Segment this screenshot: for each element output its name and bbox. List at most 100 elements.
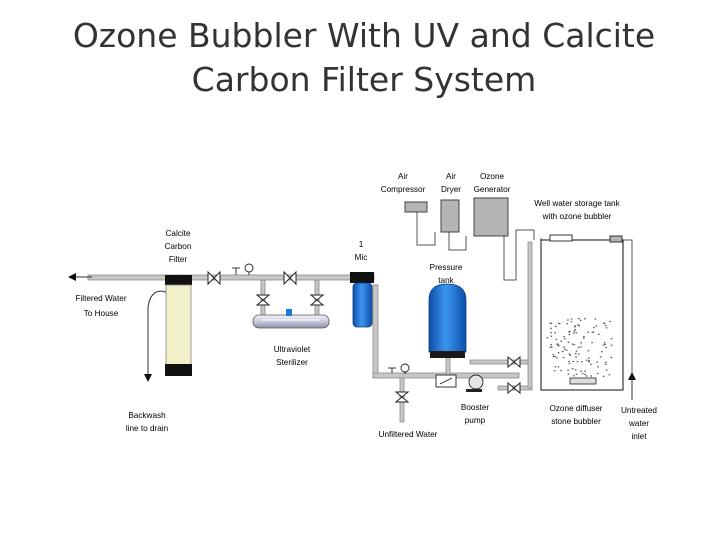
- ozone-bubble: [556, 343, 558, 345]
- ozone-bubble: [610, 338, 613, 340]
- label-ozone-generator-1: Ozone: [480, 172, 505, 181]
- ozone-bubble: [573, 332, 575, 334]
- ozone-bubbles: [546, 318, 613, 377]
- ozone-bubble: [549, 346, 552, 348]
- label-ozone-diffuser-2: stone bubbler: [551, 417, 601, 426]
- ozone-bubble: [578, 325, 580, 327]
- uv-sterilizer: [252, 309, 330, 329]
- label-untreated-3: inlet: [631, 432, 647, 441]
- ozone-bubble: [610, 356, 613, 359]
- ozone-bubble: [550, 346, 553, 348]
- ozone-bubble: [554, 332, 556, 334]
- ozone-bubble: [567, 341, 570, 343]
- ozone-bubble: [588, 361, 590, 363]
- ozone-bubble: [557, 344, 560, 346]
- ozone-bubble: [597, 372, 599, 375]
- ozone-bubble: [568, 334, 571, 336]
- ozone-bubble: [587, 350, 590, 352]
- label-calcite-3: Filter: [169, 255, 187, 264]
- ozone-bubble: [587, 331, 589, 333]
- ozone-bubble: [592, 331, 595, 333]
- label-filtered-water-1: Filtered Water: [75, 294, 126, 303]
- ozone-bubble: [585, 359, 588, 361]
- ozone-bubble: [590, 375, 592, 377]
- ozone-bubble: [583, 337, 585, 339]
- air-dryer-unit: [440, 199, 460, 233]
- label-backwash-1: Backwash: [128, 411, 166, 420]
- ozone-bubble: [594, 318, 597, 320]
- ozone-bubble: [550, 335, 553, 337]
- backwash-arrow: [144, 374, 152, 382]
- ozone-bubble: [593, 327, 595, 329]
- ozone-bubble: [554, 366, 557, 368]
- ozone-bubble: [563, 335, 565, 338]
- pressure-tank: [428, 283, 467, 358]
- ozone-bubble: [609, 320, 611, 323]
- ozone-bubble: [608, 374, 611, 376]
- ozone-bubble: [571, 343, 574, 345]
- ozone-bubble: [573, 330, 576, 332]
- ozone-bubble: [581, 373, 584, 375]
- label-backwash-2: line to drain: [126, 424, 169, 433]
- title-line-2: Carbon Filter System: [191, 60, 537, 99]
- ozone-bubble: [552, 354, 555, 356]
- label-air-compressor-1: Air: [398, 172, 408, 181]
- backwash-line: [147, 290, 167, 376]
- label-uv-2: Sterilizer: [276, 358, 308, 367]
- ozone-bubble: [603, 322, 606, 324]
- ozone-bubble: [572, 360, 574, 363]
- ozone-bubble: [555, 325, 557, 328]
- ozone-bubble: [556, 357, 558, 359]
- ozone-bubble: [579, 319, 582, 321]
- label-storage-tank-2: with ozone bubbler: [542, 212, 612, 221]
- ozone-bubble: [584, 370, 586, 372]
- label-air-dryer-1: Air: [446, 172, 456, 181]
- ozone-bubble: [566, 323, 569, 325]
- label-calcite-2: Carbon: [165, 242, 192, 251]
- ozone-bubble: [569, 354, 571, 356]
- ozone-bubble: [580, 342, 582, 344]
- ozone-bubble: [605, 327, 608, 329]
- ozone-bubble: [580, 370, 582, 372]
- label-mic-1: 1: [359, 240, 364, 249]
- ozone-bubble: [570, 321, 573, 323]
- ozone-bubble: [555, 338, 558, 340]
- ozone-bubble: [573, 375, 575, 377]
- calcite-carbon-filter: [165, 275, 192, 376]
- ozone-bubble: [574, 329, 576, 331]
- ozone-bubble: [588, 357, 590, 359]
- ozone-bubble: [550, 322, 552, 324]
- valves: [207, 270, 521, 403]
- ozone-bubble: [596, 361, 599, 363]
- ozone-bubble: [563, 346, 565, 348]
- ozone-generator-unit: [473, 197, 509, 237]
- page-title: Ozone Bubbler With UV and Calcite Carbon…: [0, 14, 728, 102]
- untreated-water-arrow: [628, 372, 636, 400]
- ozone-bubble: [567, 319, 569, 321]
- ozone-bubble: [604, 343, 606, 345]
- diagram-labels: Calcite Carbon Filter Filtered Water To …: [75, 172, 657, 441]
- label-untreated-2: water: [628, 419, 649, 428]
- ozone-bubble: [574, 353, 577, 355]
- label-air-dryer-2: Dryer: [441, 185, 461, 194]
- ozone-bubble: [553, 370, 556, 372]
- ozone-bubble: [557, 352, 560, 354]
- ozone-bubble: [584, 318, 586, 320]
- ozone-bubble: [588, 360, 590, 362]
- label-untreated-1: Untreated: [621, 406, 657, 415]
- label-uv-1: Ultraviolet: [274, 345, 311, 354]
- ozone-bubble: [554, 355, 556, 358]
- title-line-1: Ozone Bubbler With UV and Calcite: [72, 16, 656, 55]
- ozone-bubble: [579, 346, 582, 348]
- booster-pump: [435, 374, 484, 392]
- ozone-bubble: [571, 368, 574, 370]
- ozone-bubble: [590, 363, 592, 365]
- ozone-bubble: [584, 373, 586, 375]
- ozone-bubble: [558, 323, 561, 325]
- label-booster-pump-1: Booster: [461, 403, 489, 412]
- ozone-bubble: [560, 370, 562, 372]
- label-air-compressor-2: Compressor: [381, 185, 426, 194]
- ozone-bubble: [605, 363, 607, 365]
- ozone-bubble: [604, 361, 607, 363]
- label-storage-tank-1: Well water storage tank: [534, 199, 620, 208]
